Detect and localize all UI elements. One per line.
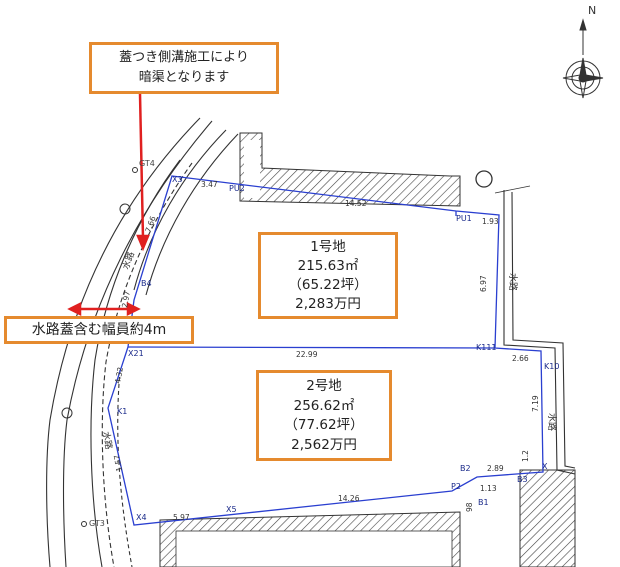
dim-14-26: 14.26 xyxy=(338,494,360,503)
note-covered-drain-line1: 蓋つき側溝施工により xyxy=(119,50,249,65)
road xyxy=(46,117,239,567)
point-pu2: PU2 xyxy=(229,184,245,193)
waterway-labels: 水路 水路 水路 水路 xyxy=(100,250,558,450)
point-gt4: GT4 xyxy=(139,159,155,168)
waterway-label-right-upper: 水路 xyxy=(507,273,519,291)
manhole-upper xyxy=(119,203,131,215)
lot-2-area-tsubo: （77.62坪） xyxy=(284,417,364,433)
point-p2: P2 xyxy=(451,482,461,491)
point-labels: X3 PU2 PU1 B4 X21 K111 K1 K10 X4 X5 B2 B… xyxy=(89,159,559,528)
note-covered-drain: 蓋つき側溝施工により 暗渠となります xyxy=(89,42,279,94)
callout-arrows xyxy=(67,93,150,317)
note-covered-drain-line2: 暗渠となります xyxy=(138,70,230,85)
note-road-width-text: 水路蓋含む幅員約4m xyxy=(31,322,167,338)
lot-2-label[interactable]: 2号地 256.62㎡ （77.62坪） 2,562万円 xyxy=(256,370,392,461)
dim-1-2: 1.2 xyxy=(521,450,530,462)
dim-22-99: 22.99 xyxy=(296,350,318,359)
point-x5: X5 xyxy=(226,505,237,514)
point-k10: K10 xyxy=(544,362,559,371)
point-x-right: X xyxy=(542,462,548,471)
lot-1-label[interactable]: 1号地 215.63㎡ （65.22坪） 2,283万円 xyxy=(258,232,398,319)
point-pu1: PU1 xyxy=(456,214,472,223)
dim-2-89: 2.89 xyxy=(487,464,504,473)
dim-5-97: 5.97 xyxy=(173,513,190,522)
dim-98: 98 xyxy=(465,502,474,512)
point-b3: B3 xyxy=(517,475,528,484)
point-x21: X21 xyxy=(128,349,144,358)
waterway-label-right-lower: 水路 xyxy=(546,413,558,431)
north-label: N xyxy=(588,4,596,17)
lot-2-area-m2: 256.62㎡ xyxy=(293,397,355,414)
dim-2-97: 2.97 xyxy=(120,290,132,308)
point-gt3: GT3 xyxy=(89,519,105,528)
note-road-width: 水路蓋含む幅員約4m xyxy=(4,316,194,344)
lot-2-name: 2号地 xyxy=(306,378,342,394)
waterway-label-left-lower: 水路 xyxy=(100,430,115,450)
point-x4: X4 xyxy=(136,513,147,522)
utility-pole xyxy=(475,170,493,188)
dim-2-66: 2.66 xyxy=(512,354,529,363)
dim-4-32: 4.32 xyxy=(113,366,125,384)
manhole-lower xyxy=(61,407,73,419)
lot-1-price: 2,283万円 xyxy=(295,296,361,312)
neighbor-buildings xyxy=(159,132,576,567)
compass-rose xyxy=(562,18,604,99)
point-b1: B1 xyxy=(478,498,489,507)
dimension-labels: 3.47 14.52 1.93 7.66 2.97 22.99 6.97 2.6… xyxy=(112,180,540,522)
dim-3-47: 3.47 xyxy=(201,180,218,189)
point-x3: X3 xyxy=(172,175,183,184)
lot-1-area-tsubo: （65.22坪） xyxy=(288,277,368,293)
dim-1-13: 1.13 xyxy=(480,484,497,493)
dim-1-57: 1.57 xyxy=(112,454,124,472)
lot-1-name: 1号地 xyxy=(310,239,346,255)
lot-1-area-m2: 215.63㎡ xyxy=(297,258,359,274)
point-k111: K111 xyxy=(476,343,497,352)
gt3-marker xyxy=(81,521,87,527)
lot-2-price: 2,562万円 xyxy=(291,436,357,453)
point-b2: B2 xyxy=(460,464,471,473)
point-k1: K1 xyxy=(117,407,127,416)
waterway-channel xyxy=(494,185,576,475)
point-b4: B4 xyxy=(141,279,152,288)
dim-1-93: 1.93 xyxy=(482,217,499,226)
dim-7-19: 7.19 xyxy=(531,395,540,412)
waterway-label-left-upper: 水路 xyxy=(120,250,137,271)
gt4-marker xyxy=(132,167,138,173)
dim-14-52: 14.52 xyxy=(345,199,367,208)
dim-6-97: 6.97 xyxy=(479,275,488,292)
lot-boundaries xyxy=(107,175,544,526)
